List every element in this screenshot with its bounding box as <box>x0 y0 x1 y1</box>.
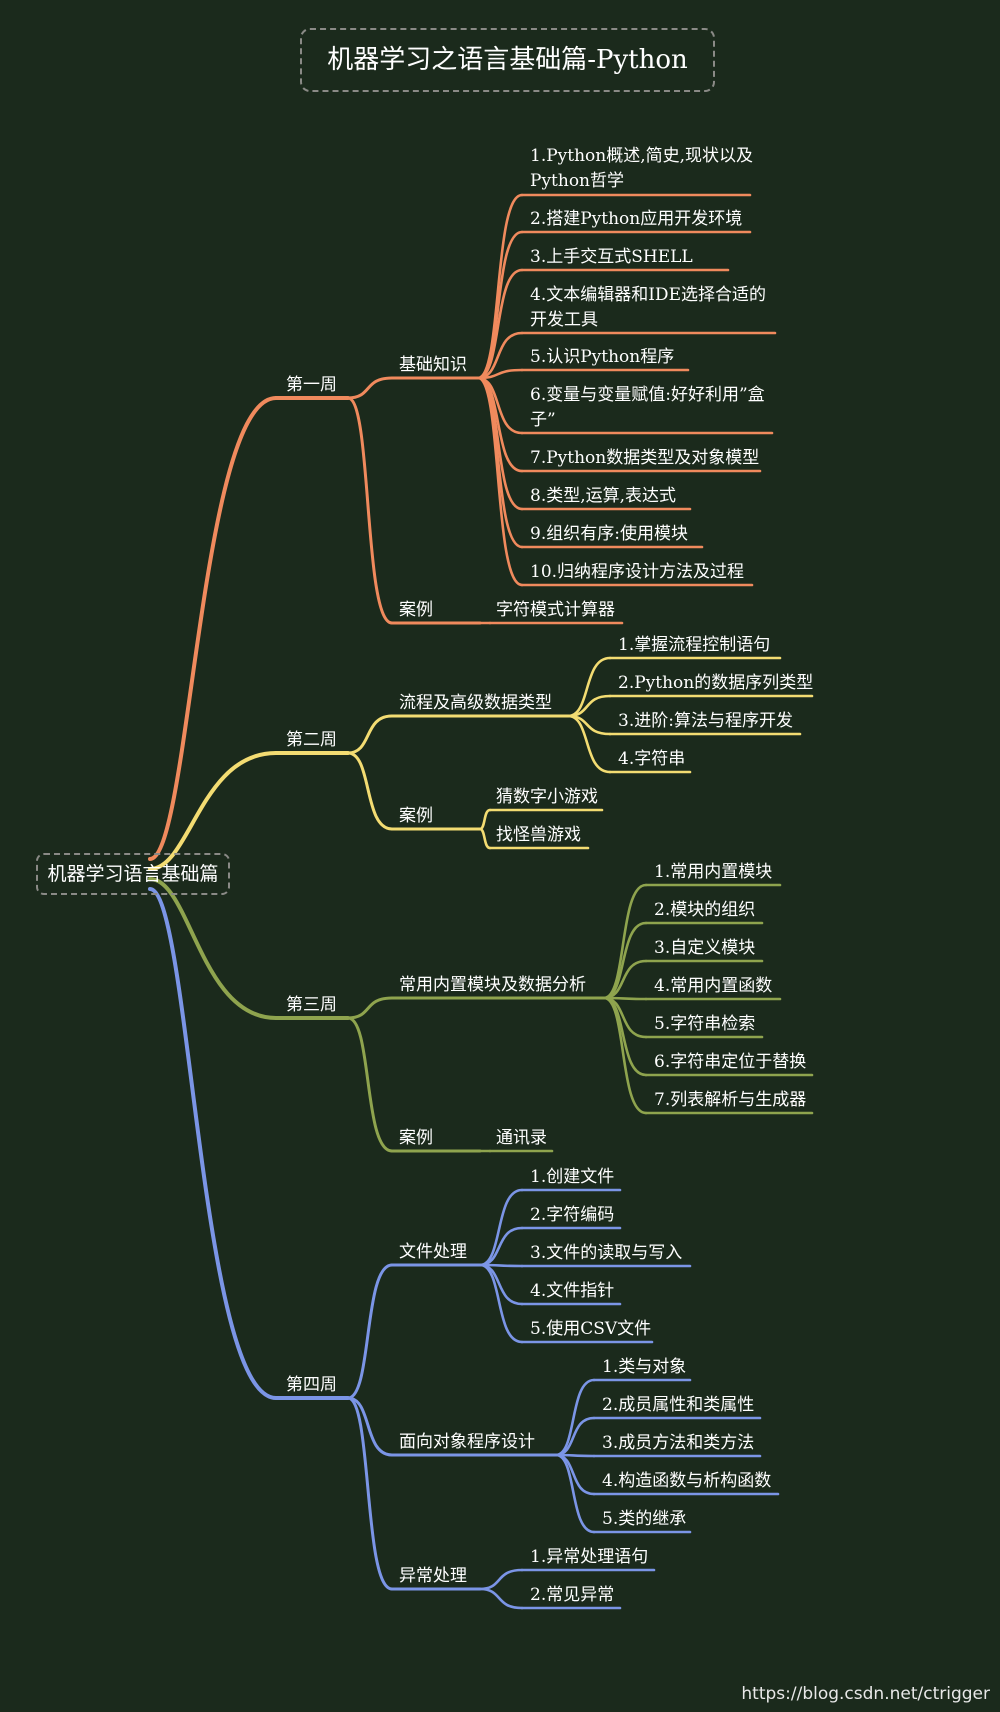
week-node-1[interactable]: 第一周 <box>286 375 337 395</box>
item-node[interactable]: 7.列表解析与生成器 <box>654 1090 807 1110</box>
item-node[interactable]: 3.成员方法和类方法 <box>602 1433 755 1453</box>
item-node[interactable]: 字符模式计算器 <box>496 600 615 620</box>
item-node[interactable]: 2.字符编码 <box>530 1205 615 1225</box>
item-node[interactable]: 5.类的继承 <box>602 1509 687 1529</box>
root-node[interactable]: 机器学习语言基础篇 <box>36 853 230 895</box>
week-node-2[interactable]: 第二周 <box>286 730 337 750</box>
item-node[interactable]: 4.构造函数与析构函数 <box>602 1471 772 1491</box>
item-node[interactable]: 1.掌握流程控制语句 <box>618 635 771 655</box>
item-node[interactable]: 6.变量与变量赋值:好好利用”盒子” <box>530 385 765 430</box>
watermark: https://blog.csdn.net/ctrigger <box>741 1684 990 1704</box>
item-node[interactable]: 6.字符串定位于替换 <box>654 1052 807 1072</box>
item-node[interactable]: 7.Python数据类型及对象模型 <box>530 448 760 468</box>
item-node[interactable]: 3.文件的读取与写入 <box>530 1243 683 1263</box>
item-node[interactable]: 1.创建文件 <box>530 1167 615 1187</box>
item-node[interactable]: 猜数字小游戏 <box>496 787 598 807</box>
item-node[interactable]: 4.文本编辑器和IDE选择合适的开发工具 <box>530 285 766 330</box>
item-node[interactable]: 4.字符串 <box>618 749 686 769</box>
week-node-3[interactable]: 第三周 <box>286 995 337 1015</box>
week-node-4[interactable]: 第四周 <box>286 1375 337 1395</box>
item-node[interactable]: 5.使用CSV文件 <box>530 1319 652 1339</box>
item-node[interactable]: 1.异常处理语句 <box>530 1547 649 1567</box>
item-node[interactable]: 1.类与对象 <box>602 1357 687 1377</box>
item-node[interactable]: 2.成员属性和类属性 <box>602 1395 755 1415</box>
topic-node[interactable]: 文件处理 <box>399 1242 467 1262</box>
item-node[interactable]: 2.常见异常 <box>530 1585 615 1605</box>
topic-node[interactable]: 基础知识 <box>399 355 467 375</box>
item-node[interactable]: 3.进阶:算法与程序开发 <box>618 711 793 731</box>
topic-node[interactable]: 案例 <box>399 600 433 620</box>
topic-node[interactable]: 案例 <box>399 806 433 826</box>
item-node[interactable]: 4.文件指针 <box>530 1281 615 1301</box>
topic-node[interactable]: 异常处理 <box>399 1566 467 1586</box>
item-node[interactable]: 找怪兽游戏 <box>496 825 581 845</box>
item-node[interactable]: 通讯录 <box>496 1128 547 1148</box>
item-node[interactable]: 1.常用内置模块 <box>654 862 773 882</box>
item-node[interactable]: 8.类型,运算,表达式 <box>530 486 677 506</box>
item-node[interactable]: 3.自定义模块 <box>654 938 756 958</box>
item-node[interactable]: 9.组织有序:使用模块 <box>530 524 688 544</box>
topic-node[interactable]: 面向对象程序设计 <box>399 1432 535 1452</box>
item-node[interactable]: 2.Python的数据序列类型 <box>618 673 814 693</box>
item-node[interactable]: 4.常用内置函数 <box>654 976 773 996</box>
item-node[interactable]: 3.上手交互式SHELL <box>530 247 693 267</box>
item-node[interactable]: 2.搭建Python应用开发环境 <box>530 209 743 229</box>
topic-node[interactable]: 流程及高级数据类型 <box>399 693 552 713</box>
item-node[interactable]: 10.归纳程序设计方法及过程 <box>530 562 745 582</box>
topic-node[interactable]: 案例 <box>399 1128 433 1148</box>
page-title: 机器学习之语言基础篇-Python <box>300 28 715 92</box>
item-node[interactable]: 5.字符串检索 <box>654 1014 756 1034</box>
item-node[interactable]: 2.模块的组织 <box>654 900 756 920</box>
item-node[interactable]: 5.认识Python程序 <box>530 347 675 367</box>
topic-node[interactable]: 常用内置模块及数据分析 <box>399 975 586 995</box>
